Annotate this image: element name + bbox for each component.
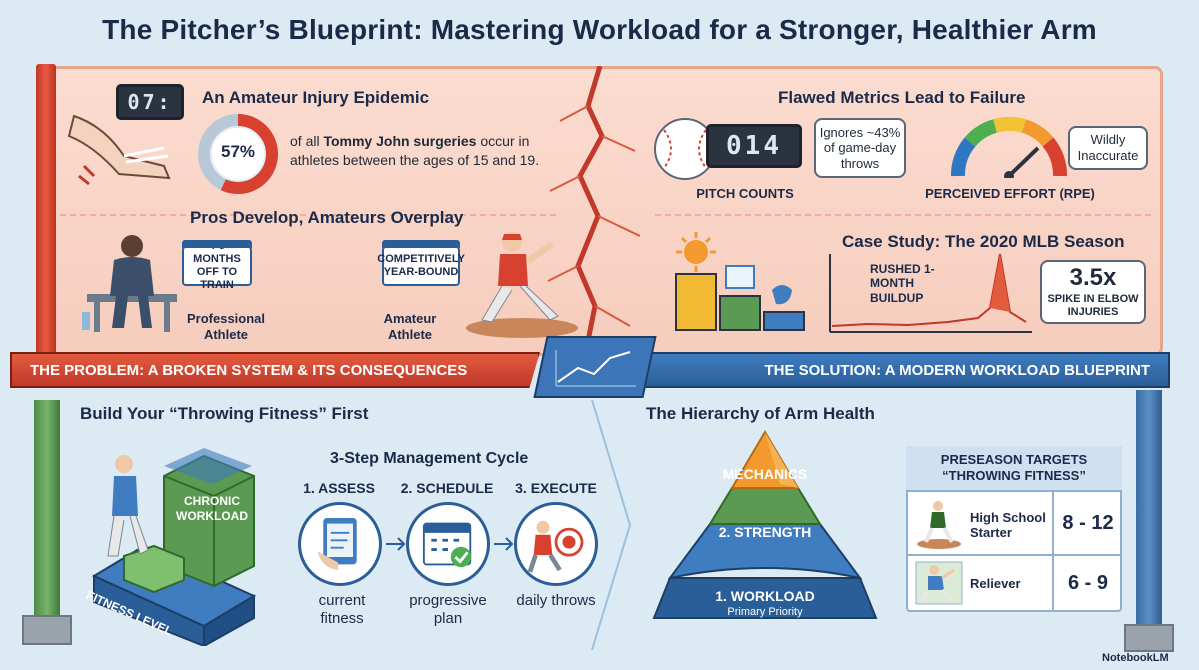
pitch-count-callout: Ignores ~43% of game-day throws (814, 118, 906, 178)
crack-graphic (547, 66, 641, 356)
blue-post-base (1124, 624, 1174, 652)
rpe-label: PERCEIVED EFFORT (RPE) (925, 186, 1095, 201)
percent-value: 57% (220, 142, 256, 161)
pyramid-workload: 1. WORKLOAD (715, 588, 815, 604)
percent-donut (198, 114, 278, 194)
cycle-heading: 3-Step Management Cycle (330, 450, 529, 467)
fitness-heading: Build Your “Throwing Fitness” First (80, 404, 369, 423)
red-beam (36, 64, 56, 364)
rpe-callout: Wildly Inaccurate (1068, 126, 1148, 170)
reliever-pitcher-icon (915, 561, 963, 605)
injury-spike-graph (829, 253, 1032, 333)
case-heading: Case Study: The 2020 MLB Season (842, 232, 1125, 251)
horizontal-divider-right (655, 214, 1155, 216)
amateur-calendar: COMPETITIVELY YEAR-BOUND (377, 240, 465, 286)
page-title: The Pitcher’s Blueprint: Mastering Workl… (102, 14, 1097, 45)
arm-injury-illustration (67, 114, 171, 186)
pro-label: Professional Athlete (186, 311, 266, 342)
starter-pitcher-icon (917, 501, 961, 549)
hierarchy-pyramid (652, 430, 878, 619)
step-2-text: progressive plan (409, 592, 487, 627)
step-3-label: 3. EXECUTE (515, 480, 597, 496)
spike-label: SPIKE IN ELBOW INJURIES (1047, 293, 1139, 319)
problem-banner: THE PROBLEM: A BROKEN SYSTEM & ITS CONSE… (10, 352, 540, 388)
metrics-heading: Flawed Metrics Lead to Failure (778, 88, 1026, 107)
injury-text-bold: Tommy John surgeries (323, 133, 477, 149)
amateur-pitcher-illustration (466, 232, 578, 338)
step-2-circle (406, 502, 490, 586)
injury-text-post: occur in (480, 133, 530, 149)
chronic-workload-label: CHRONIC WORKLOAD (176, 494, 248, 523)
step-1-label: 1. ASSESS (303, 480, 375, 496)
pyramid-mechanics: MECHANICS (722, 466, 808, 482)
targets-row-divider (906, 554, 1122, 556)
hierarchy-heading: The Hierarchy of Arm Health (646, 404, 875, 423)
step-1-circle (298, 502, 382, 586)
tablet-icon (317, 518, 357, 570)
target-row-2-value: 6 - 9 (1067, 572, 1109, 594)
rpe-gauge (951, 116, 1067, 178)
pitcher-target-icon (527, 520, 584, 573)
clock-display: 07: (116, 84, 184, 120)
preseason-targets-header: PRESEASON TARGETS “THROWING FITNESS” (906, 446, 1122, 492)
step-1-text: current fitness (318, 592, 366, 627)
step-3-circle (514, 502, 598, 586)
section-divider-chevron (591, 400, 632, 650)
injury-text-pre: of all (290, 133, 320, 149)
blueprint-chart-icon (555, 350, 636, 387)
pros-heading: Pros Develop, Amateurs Overplay (190, 208, 464, 227)
problem-panel (38, 66, 1163, 356)
case-graph-label: RUSHED 1-MONTH BUILDUP (870, 262, 935, 305)
pitch-counter: 014 (706, 124, 802, 168)
green-post-base (22, 615, 72, 645)
injury-text-line2: athletes between the ages of 15 and 19. (290, 151, 540, 168)
pyramid-strength: 2. STRENGTH (718, 524, 812, 540)
arrow-right-icon (386, 537, 406, 551)
targets-column-divider (1052, 492, 1054, 610)
professional-athlete-illustration (82, 235, 177, 332)
spike-callout: 3.5x SPIKE IN ELBOW INJURIES (1040, 260, 1146, 324)
injury-heading: An Amateur Injury Epidemic (202, 88, 430, 107)
step-3-text: daily throws (516, 592, 596, 609)
blue-post (1136, 390, 1162, 630)
amateur-label: Amateur Athlete (383, 311, 437, 342)
step-2-label: 2. SCHEDULE (400, 480, 494, 496)
baseball-icon (654, 118, 716, 180)
green-post (34, 400, 60, 620)
targets-head-line1: PRESEASON TARGETS (940, 451, 1088, 467)
solution-banner: THE SOLUTION: A MODERN WORKLOAD BLUEPRIN… (640, 352, 1170, 388)
targets-head-line2: “THROWING FITNESS” (942, 468, 1086, 483)
pitch-count-label: PITCH COUNTS (696, 186, 794, 201)
horizontal-divider (60, 214, 560, 216)
calendar-check-icon (422, 522, 472, 568)
injury-text: of all Tommy John surgeries occur in ath… (290, 132, 560, 170)
brand-label: NotebookLM (1102, 652, 1169, 664)
fitness-blocks-illustration (91, 448, 257, 646)
target-row-2-role: Reliever (970, 576, 1021, 591)
case-blocks-illustration (675, 232, 805, 331)
target-row-1-role: High School Starter (970, 510, 1046, 540)
spike-value: 3.5x (1069, 264, 1117, 292)
target-row-1-value: 8 - 12 (1062, 512, 1114, 534)
pyramid-workload-sub: Primary Priority (727, 606, 803, 618)
arrow-right-icon (494, 537, 514, 551)
pro-calendar: 4-5 MONTHS OFF TO TRAIN (182, 240, 252, 291)
